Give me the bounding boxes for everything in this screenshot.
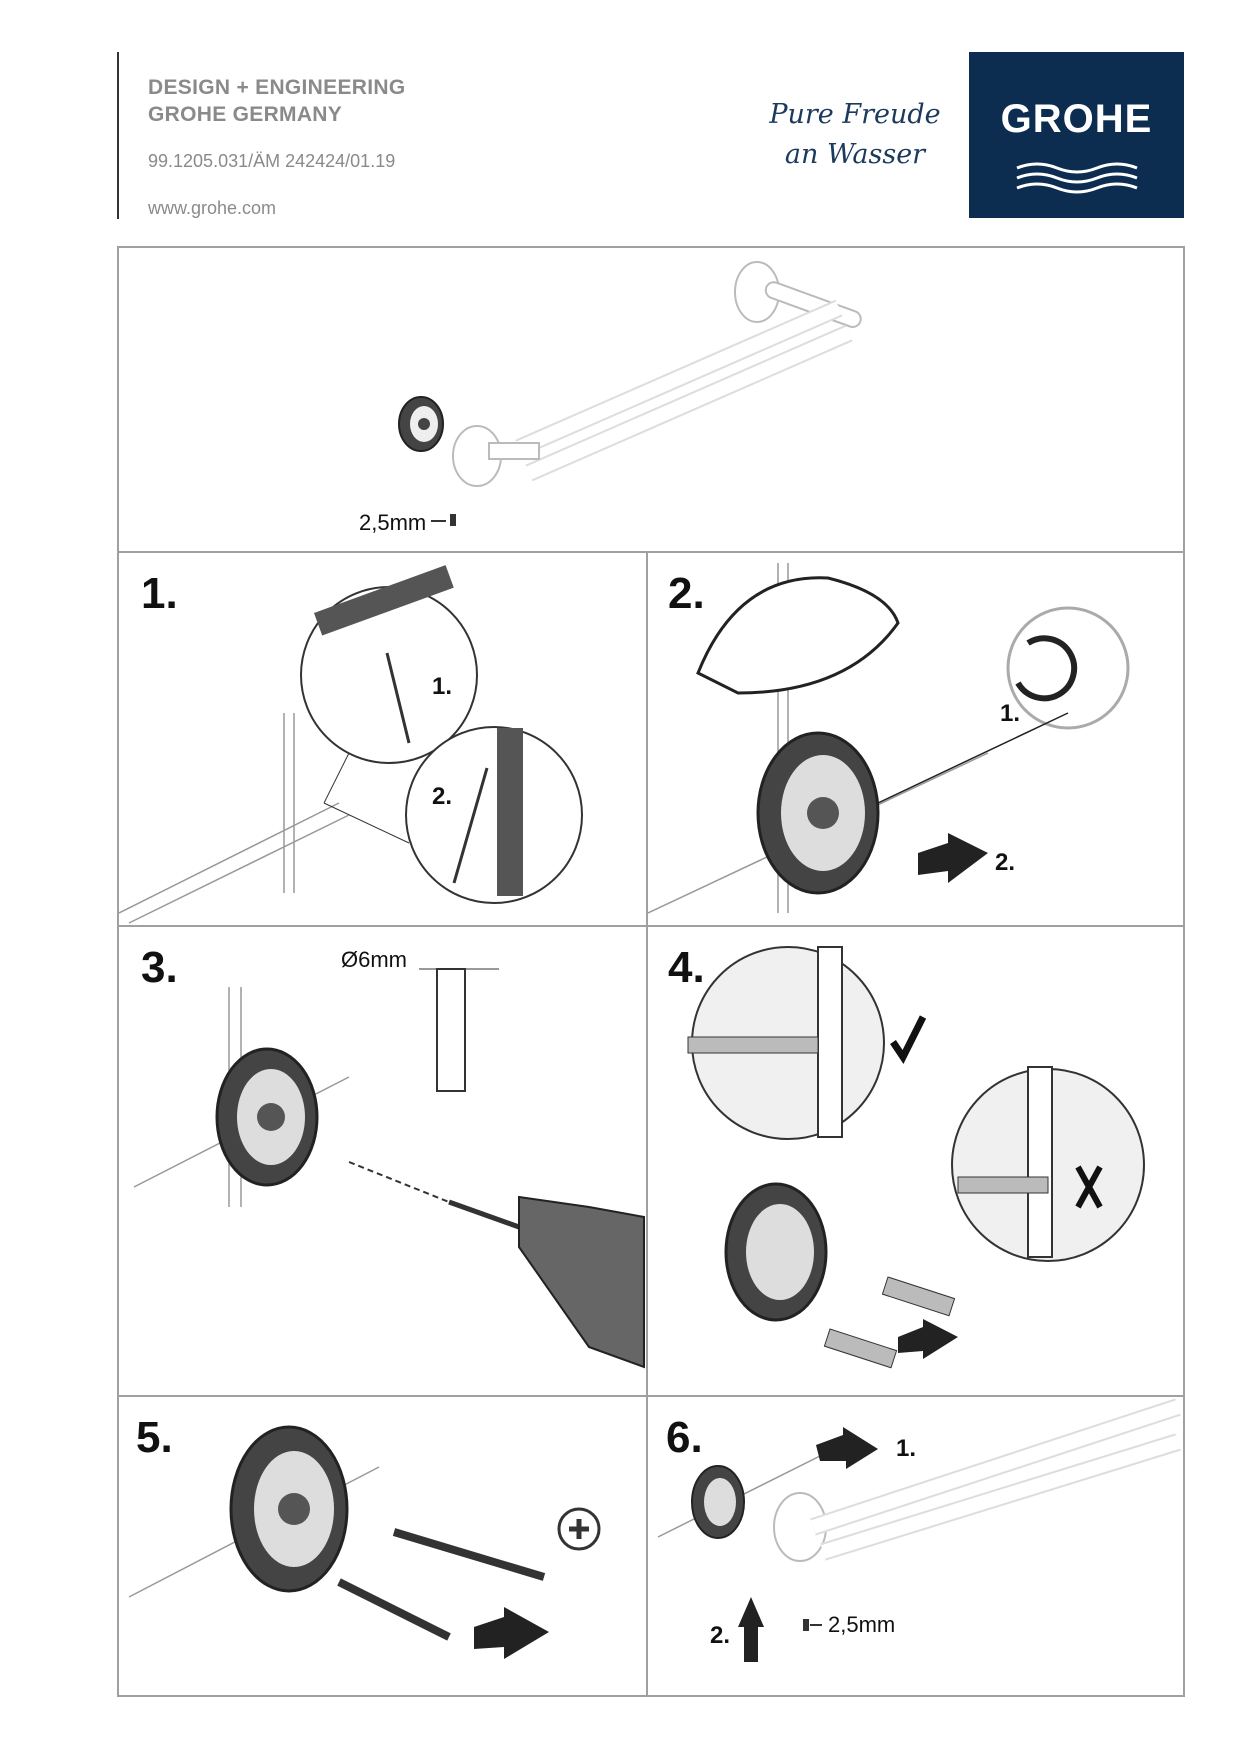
header-line-1: DESIGN + ENGINEERING (148, 76, 406, 99)
step-4-panel: 4. (646, 925, 1185, 1397)
push-arrow-icon (816, 1427, 878, 1469)
step-2-sub-2: 2. (995, 849, 1016, 876)
overview-panel: 2,5mm (117, 246, 1185, 553)
push-arrow-icon (474, 1607, 549, 1659)
rotate-arrow-icon (1015, 635, 1078, 702)
step-2-sub-1: 1. (1000, 700, 1021, 727)
dowel-bottom-icon (823, 1328, 898, 1369)
cross-icon (1075, 1165, 1103, 1209)
step-2-illustration (648, 563, 1130, 914)
step-1-sub-2: 2. (432, 783, 453, 810)
step-5-number: 5. (136, 1413, 173, 1462)
header-line-2: GROHE GERMANY (148, 103, 343, 126)
step-1-number: 1. (141, 569, 178, 618)
plate-detail-icon (696, 576, 900, 695)
step-2-number: 2. (668, 569, 705, 618)
document-code: 99.1205.031/ÄM 242424/01.19 (148, 151, 396, 171)
screw-icon (803, 1619, 809, 1631)
step-6-illustration (657, 1398, 1181, 1662)
step-6-number: 6. (666, 1413, 703, 1462)
logo-waves-icon (1016, 162, 1138, 194)
dowel-top-icon (881, 1276, 956, 1317)
step-2-panel: 2. 1. 2. (646, 551, 1185, 927)
vertical-level-icon (497, 728, 523, 896)
header-divider (117, 52, 119, 219)
slogan: Pure Freude an Wasser (760, 95, 950, 175)
step-3-panel: 3. Ø6mm (117, 925, 648, 1397)
step-6-sub-2: 2. (710, 1622, 731, 1649)
spirit-level-icon (314, 565, 454, 636)
checkmark-icon (890, 1015, 927, 1064)
screw-size-label: 2,5mm (359, 510, 427, 535)
step-6-screw-size: 2,5mm (828, 1612, 896, 1637)
up-arrow-icon (738, 1597, 764, 1662)
push-arrow-icon (918, 833, 988, 883)
wall-plate-icon (398, 396, 444, 452)
step-1-illustration (119, 565, 583, 924)
step-4-illustration (687, 946, 1145, 1369)
screw-bottom-icon (337, 1578, 451, 1641)
logo-text: GROHE (1000, 97, 1153, 141)
slogan-line-2: an Wasser (784, 139, 926, 170)
drill-size-label: Ø6mm (341, 947, 407, 972)
step-3-illustration (133, 968, 645, 1369)
step-6-panel: 6. 1. 2. 2,5mm (646, 1395, 1185, 1697)
push-arrow-icon (898, 1319, 958, 1359)
step-4-number: 4. (668, 943, 705, 992)
drill-bit-detail-icon (436, 968, 466, 1092)
rotate-detail-circle (1006, 606, 1130, 730)
step-1-panel: 1. 1. 2. (117, 551, 648, 927)
website-link[interactable]: www.grohe.com (148, 198, 277, 218)
step-6-sub-1: 1. (896, 1435, 917, 1462)
step-3-number: 3. (141, 943, 178, 992)
grohe-logo: GROHE (969, 52, 1184, 218)
step-5-illustration (128, 1425, 601, 1659)
overview-illustration (398, 261, 862, 526)
screw-top-icon (392, 1528, 546, 1581)
detail-circle-vertical (405, 726, 583, 904)
step-5-panel: 5. (117, 1395, 648, 1697)
slogan-line-1: Pure Freude (769, 99, 941, 130)
dowel-icon (687, 1036, 819, 1054)
drill-icon (518, 1195, 645, 1369)
step-1-sub-1: 1. (432, 673, 453, 700)
